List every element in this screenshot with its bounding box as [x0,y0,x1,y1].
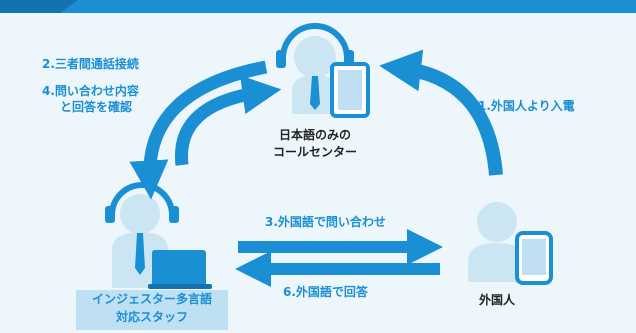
tablet-icon [330,62,370,118]
call-center-caption-line1: 日本語のみの [278,128,351,142]
step4-label-line2: と回答を確認 [60,100,133,114]
tie-icon [310,76,320,110]
interpreter-badge: インジェスター多言語 対応スタッフ [76,290,228,330]
person-head-icon [477,202,517,242]
laptop-icon [148,250,212,289]
foreigner-caption: 外国人 [478,293,515,307]
header-bar [0,0,636,13]
call-center-caption: 日本語のみの コールセンター [240,127,390,161]
tie-icon [135,233,145,275]
step3-label: 3.外国語で問い合わせ [265,215,386,229]
call-center-operator [276,23,370,118]
step4-label-line1: 4.問い合わせ内容 [42,84,139,98]
call-center-caption-line2: コールセンター [272,145,357,159]
arrow-three-way-connect [129,60,268,200]
arrow-confirm-content [174,75,282,166]
smartphone-icon [515,231,553,285]
operator-headset-icon [276,23,354,68]
interpreter-caption-line2: 対応スタッフ [115,310,188,324]
operator-head-icon [294,36,336,78]
step6-label: 6.外国語で回答 [283,285,368,299]
arrow-incoming-call [379,49,503,176]
interpreter-caption-line1: インジェスター多言語 [91,292,212,306]
step1-label: 1.外国人より入電 [478,99,575,113]
staff-head-icon [120,194,160,234]
step2-label: 2.三者間通話接続 [42,57,139,71]
interpreter-staff [105,182,212,289]
foreigner-person [468,202,553,285]
person-body-icon [468,243,526,282]
